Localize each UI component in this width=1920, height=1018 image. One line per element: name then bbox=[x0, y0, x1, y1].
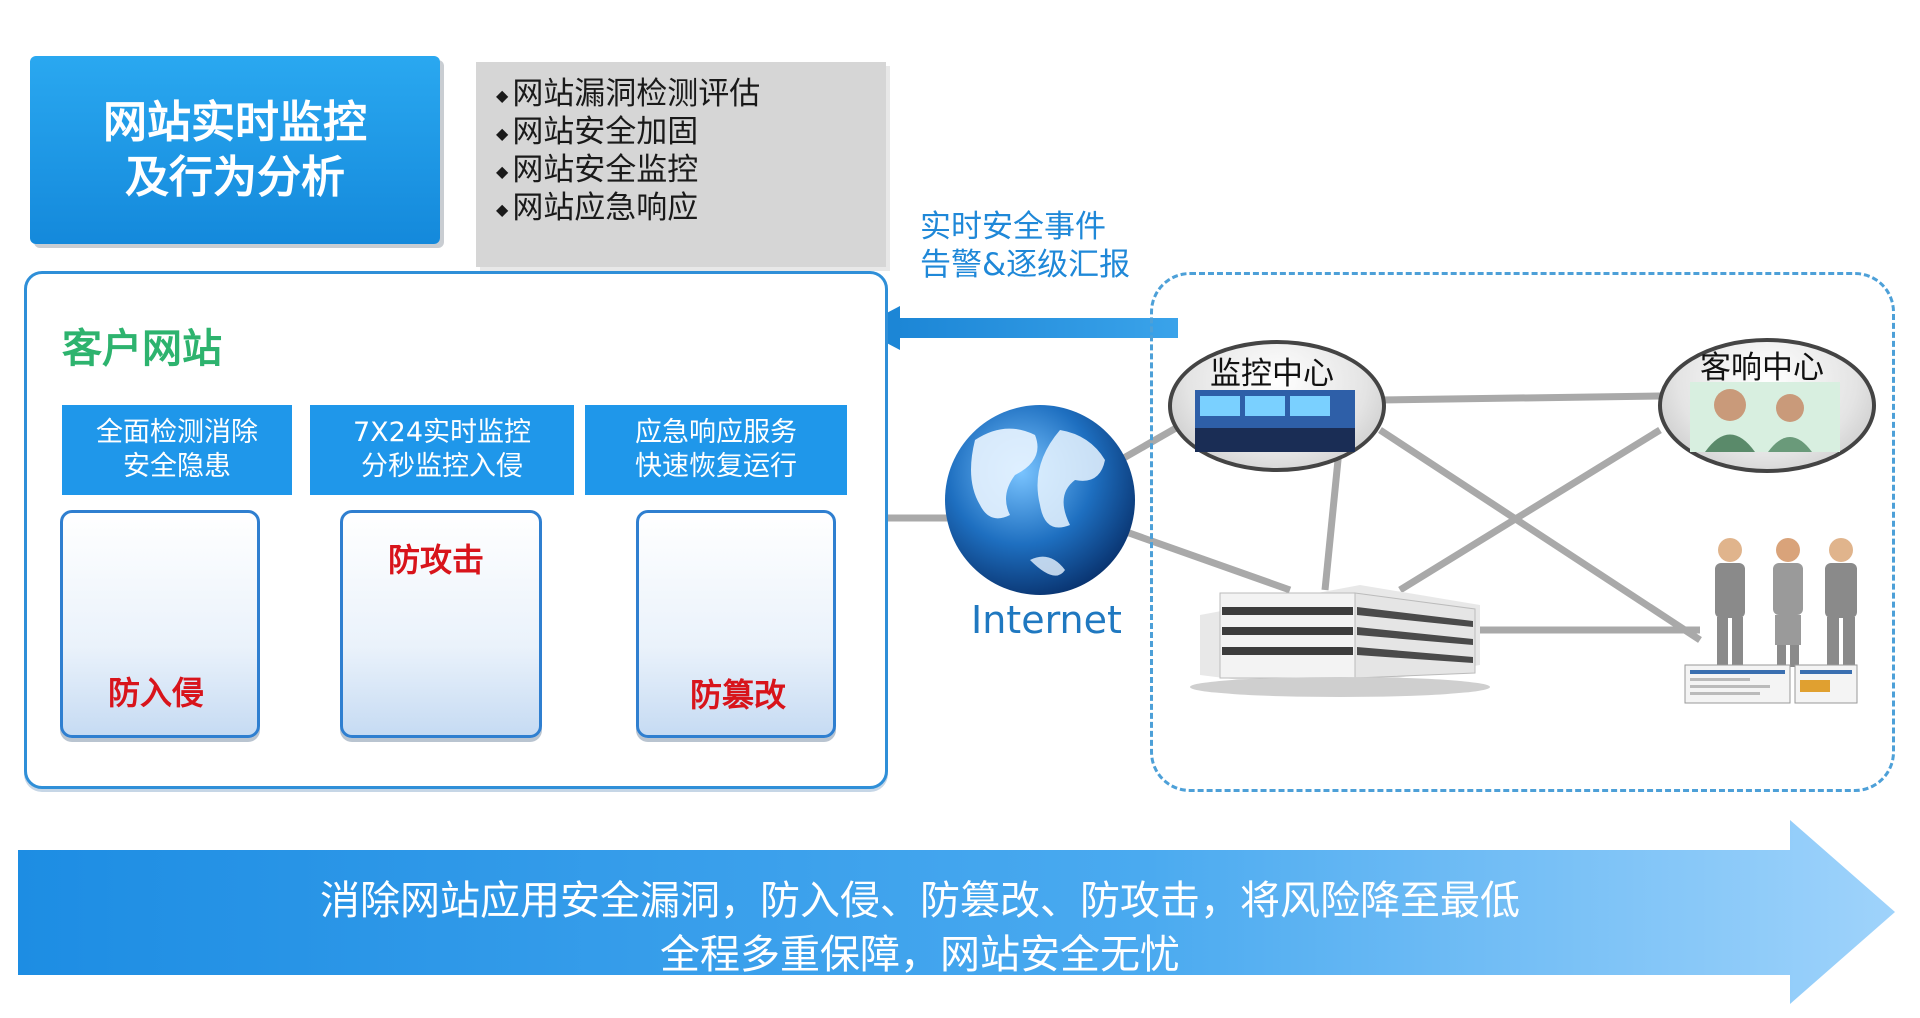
feature-box-detect: 全面检测消除 安全隐患 bbox=[62, 405, 292, 495]
feature-line1: 全面检测消除 bbox=[96, 417, 258, 448]
service-item: 网站安全加固 bbox=[496, 114, 866, 152]
internet-label: Internet bbox=[971, 598, 1122, 642]
card-label-anti-attack: 防攻击 bbox=[388, 541, 485, 579]
main-title-line2: 及行为分析 bbox=[125, 152, 345, 203]
client-website-title: 客户网站 bbox=[62, 326, 222, 372]
staff-people-image bbox=[1715, 538, 1857, 667]
banner-line2: 全程多重保障，网站安全无忧 bbox=[660, 932, 1180, 978]
network-lines bbox=[845, 392, 1702, 643]
feature-line2: 分秒监控入侵 bbox=[361, 451, 523, 482]
feature-line1: 7X24实时监控 bbox=[352, 417, 532, 448]
alert-line2: 告警&逐级汇报 bbox=[920, 247, 1131, 283]
card-anti-intrusion bbox=[60, 510, 260, 738]
service-item: 网站安全监控 bbox=[496, 152, 866, 190]
report-thumbnails-image bbox=[1684, 664, 1858, 704]
alert-arrow bbox=[858, 306, 1178, 350]
monitoring-area-panel bbox=[1150, 272, 1895, 792]
customer-center-label: 客响中心 bbox=[1700, 350, 1824, 386]
feature-box-monitor: 7X24实时监控 分秒监控入侵 bbox=[310, 405, 574, 495]
globe-icon bbox=[945, 405, 1135, 595]
alert-report-text: 实时安全事件 告警&逐级汇报 bbox=[920, 208, 1130, 284]
banner-line1: 消除网站应用安全漏洞，防入侵、防篡改、防攻击，将风险降至最低 bbox=[320, 878, 1520, 924]
card-label-anti-tamper: 防篡改 bbox=[690, 676, 787, 714]
service-item: 网站应急响应 bbox=[496, 190, 866, 228]
datacenter-building-image bbox=[1190, 585, 1490, 697]
card-anti-tamper bbox=[636, 510, 836, 738]
monitor-center-label: 监控中心 bbox=[1210, 356, 1334, 392]
services-list: 网站漏洞检测评估 网站安全加固 网站安全监控 网站应急响应 bbox=[476, 62, 886, 267]
alert-line1: 实时安全事件 bbox=[920, 209, 1106, 245]
main-title-line1: 网站实时监控 bbox=[103, 97, 367, 148]
feature-box-response: 应急响应服务 快速恢复运行 bbox=[585, 405, 847, 495]
feature-line2: 安全隐患 bbox=[123, 451, 231, 482]
service-item: 网站漏洞检测评估 bbox=[496, 76, 866, 114]
feature-line2: 快速恢复运行 bbox=[635, 451, 797, 482]
main-title-box: 网站实时监控 及行为分析 bbox=[30, 56, 440, 244]
card-anti-attack bbox=[340, 510, 542, 738]
card-label-anti-intrusion: 防入侵 bbox=[108, 674, 205, 712]
feature-line1: 应急响应服务 bbox=[635, 417, 797, 448]
summary-banner-arrow bbox=[18, 820, 1895, 1004]
